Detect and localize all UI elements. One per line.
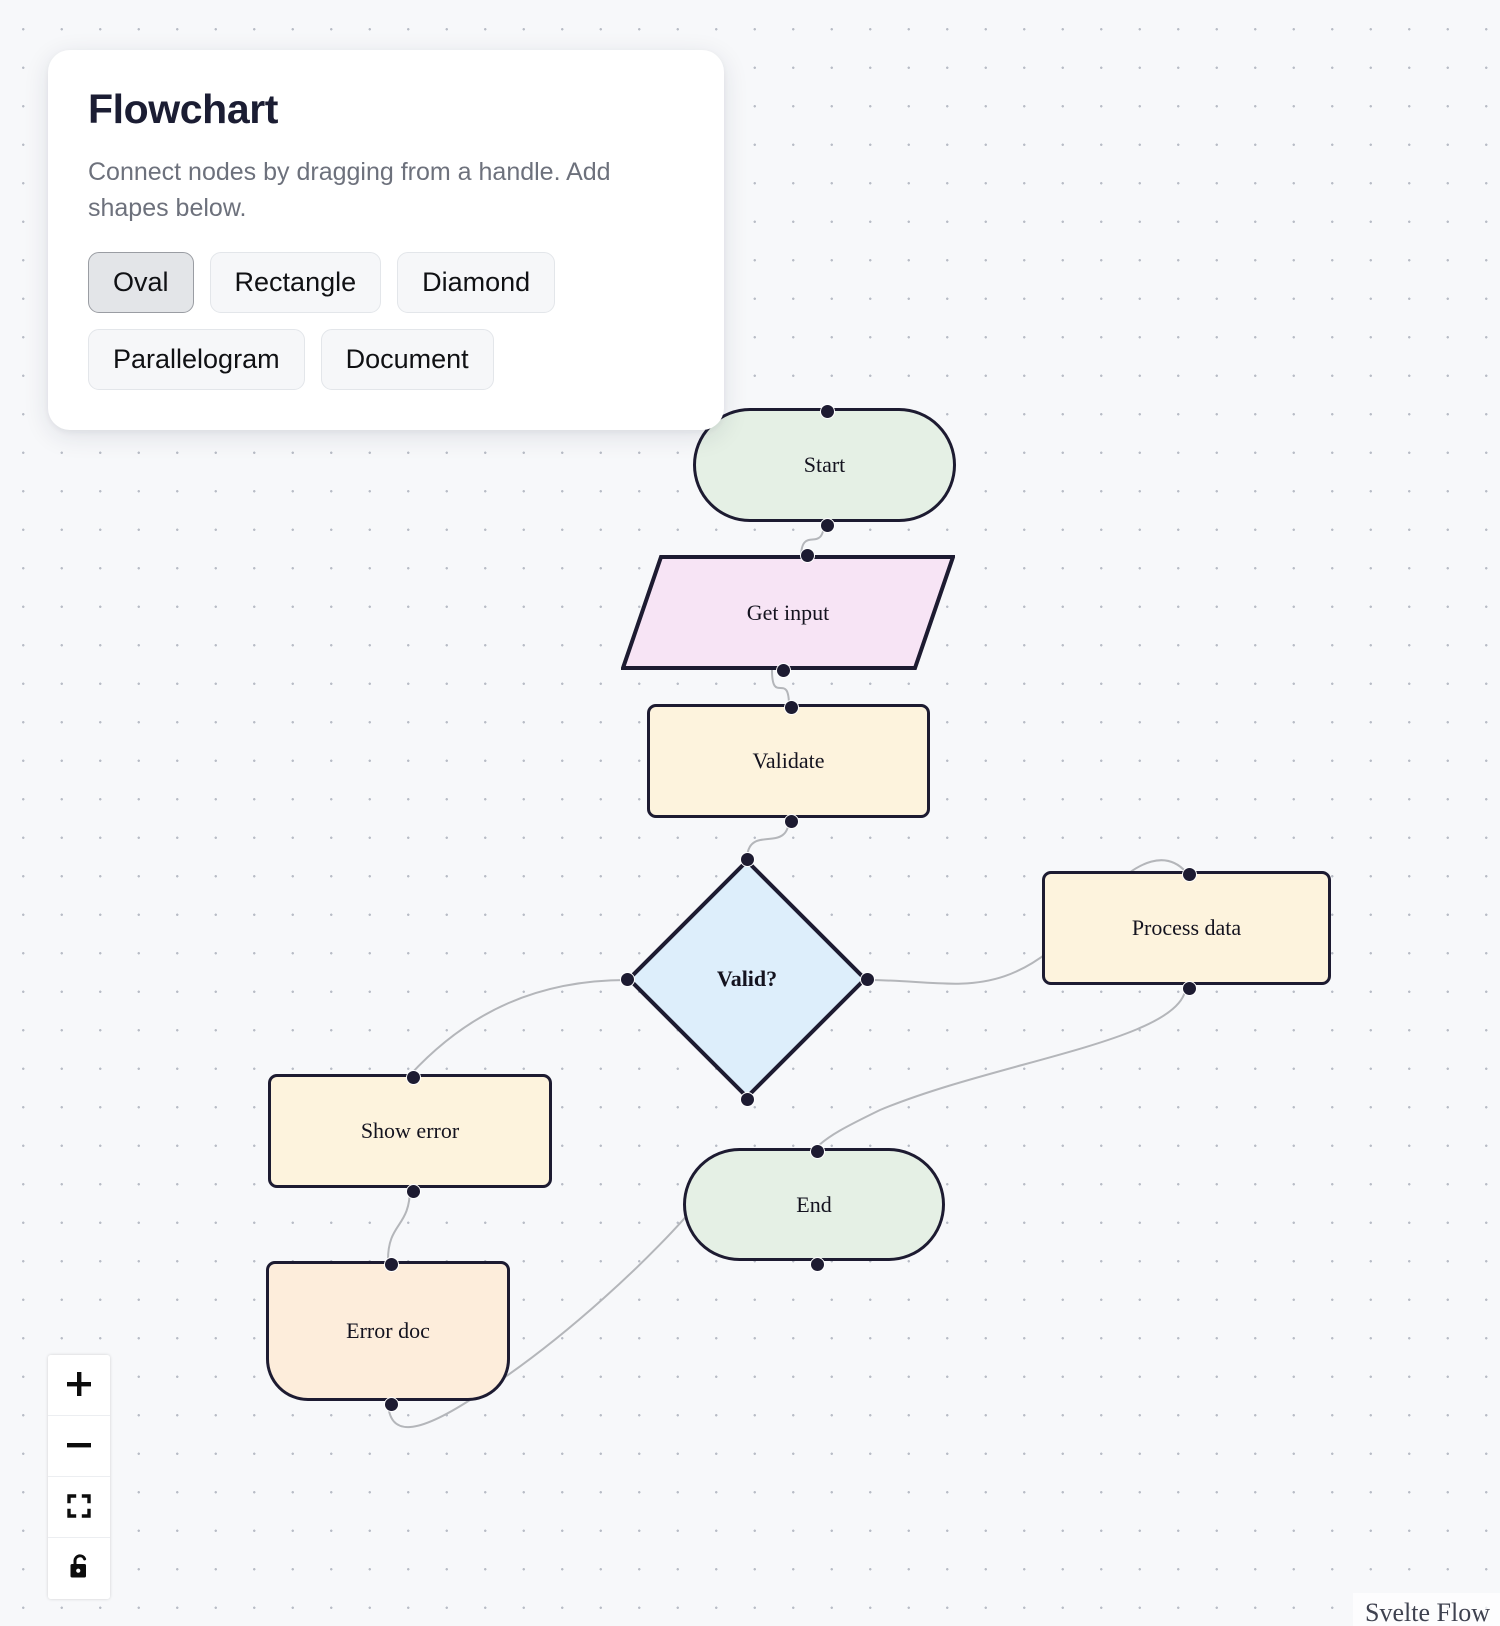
flow-node-end[interactable]: End xyxy=(683,1143,945,1272)
handle-top-start[interactable] xyxy=(820,403,835,419)
node-label: Get input xyxy=(746,599,830,625)
handle-bottom-errdoc[interactable] xyxy=(383,1396,399,1412)
node-label: Validate xyxy=(752,748,825,773)
unlock-icon xyxy=(65,1552,93,1585)
shape-button-diamond[interactable]: Diamond xyxy=(397,252,556,314)
attribution-label: Svelte Flow xyxy=(1353,1593,1500,1626)
node-label: Process data xyxy=(1131,915,1242,940)
node-label: Show error xyxy=(360,1118,460,1143)
flow-node-showerr[interactable]: Show error xyxy=(268,1069,552,1199)
handle-left-valid[interactable] xyxy=(619,971,635,987)
handle-top-process[interactable] xyxy=(1182,866,1197,882)
flowchart-panel: Flowchart Connect nodes by dragging from… xyxy=(48,50,724,431)
zoom-out-button[interactable] xyxy=(48,1416,110,1477)
shape-button-rectangle[interactable]: Rectangle xyxy=(209,252,382,314)
shape-button-parallelogram[interactable]: Parallelogram xyxy=(88,329,305,391)
flow-node-input[interactable]: Get input xyxy=(621,547,955,678)
shape-button-document[interactable]: Document xyxy=(320,329,494,391)
node-label: Start xyxy=(803,452,846,477)
page-title: Flowchart xyxy=(88,86,279,132)
flow-node-validate[interactable]: Validate xyxy=(647,699,930,829)
handle-top-valid[interactable] xyxy=(739,851,755,867)
zoom-in-button[interactable] xyxy=(48,1355,110,1416)
handle-top-validate[interactable] xyxy=(784,699,799,715)
handle-bottom-end[interactable] xyxy=(809,1256,825,1272)
handle-top-showerr[interactable] xyxy=(405,1069,421,1085)
flow-node-valid[interactable]: Valid? xyxy=(619,851,875,1107)
handle-bottom-showerr[interactable] xyxy=(405,1183,421,1199)
node-label: Valid? xyxy=(716,966,778,991)
handle-top-input[interactable] xyxy=(800,547,815,563)
node-label: Error doc xyxy=(346,1318,430,1343)
handle-right-valid[interactable] xyxy=(859,971,875,987)
parallelogram-shape xyxy=(621,555,955,670)
plus-icon xyxy=(64,1369,94,1402)
handle-top-end[interactable] xyxy=(809,1143,825,1159)
flow-controls xyxy=(48,1355,110,1599)
panel-description: Connect nodes by dragging from a handle.… xyxy=(88,158,611,222)
handle-bottom-start[interactable] xyxy=(820,517,835,533)
minus-icon xyxy=(64,1430,94,1463)
flow-node-start[interactable]: Start xyxy=(693,403,956,533)
handle-bottom-validate[interactable] xyxy=(784,813,799,829)
lock-toggle-button[interactable] xyxy=(48,1538,110,1599)
shape-button-oval[interactable]: Oval xyxy=(88,252,194,314)
fit-view-icon xyxy=(65,1492,93,1523)
flow-node-process[interactable]: Process data xyxy=(1042,866,1331,996)
node-label: End xyxy=(796,1191,832,1217)
handle-top-errdoc[interactable] xyxy=(383,1256,399,1272)
handle-bottom-process[interactable] xyxy=(1182,980,1197,996)
fit-view-button[interactable] xyxy=(48,1477,110,1538)
handle-bottom-valid[interactable] xyxy=(739,1091,755,1107)
flow-node-errdoc[interactable]: Error doc xyxy=(266,1256,510,1412)
handle-bottom-input[interactable] xyxy=(776,662,791,678)
